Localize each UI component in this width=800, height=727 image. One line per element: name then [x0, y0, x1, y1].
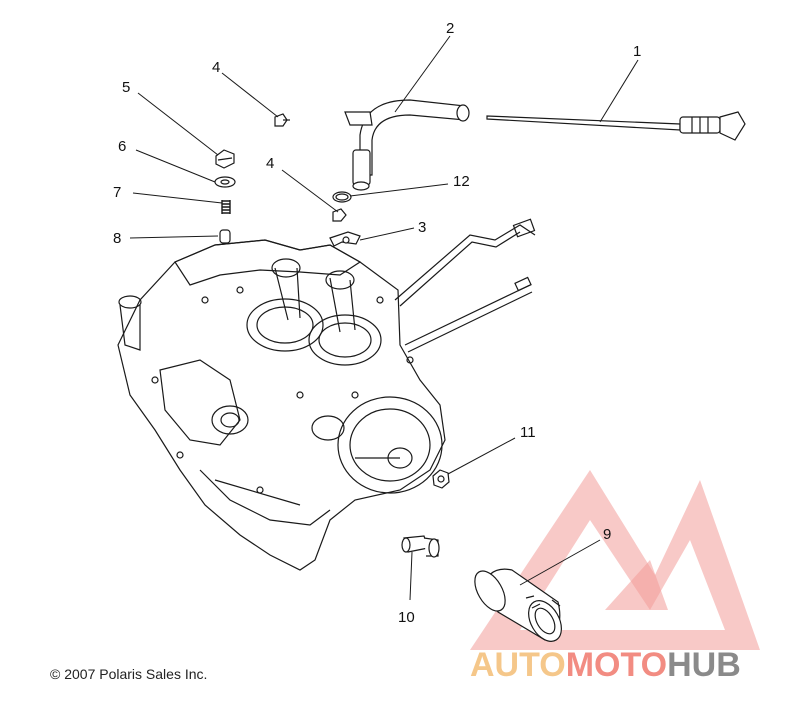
crankcase-drawing: [117, 239, 446, 571]
o-ring-part-12: [332, 191, 352, 203]
callout-12: 12: [453, 173, 470, 190]
callout-6: 6: [118, 138, 126, 155]
callout-4-lower: 4: [266, 155, 274, 172]
watermark-wordmark: AUTOMOTOHUB: [470, 646, 741, 684]
plunger-part-8: [219, 229, 231, 244]
watermark-text-hub: HUB: [667, 646, 741, 684]
callout-9: 9: [603, 526, 611, 543]
callout-labels: 1 2 3 4 4 5 6 7 8 9 10 11 12: [113, 20, 641, 626]
linkage-rods: [394, 218, 536, 353]
callout-5: 5: [122, 79, 130, 96]
dipstick-part-1: [486, 111, 746, 141]
watermark-text-moto: MOTO: [566, 646, 667, 684]
callout-8: 8: [113, 230, 121, 247]
bolt-part-4-lower: [332, 208, 347, 222]
bracket-part-3: [329, 231, 361, 247]
leader-lines: [129, 35, 639, 601]
dipstick-tube-part-2: [344, 99, 470, 191]
fitting-part-10: [401, 535, 440, 558]
watermark-text-auto: AUTO: [470, 646, 566, 684]
drain-plug-part-5: [215, 149, 235, 169]
callout-10: 10: [398, 609, 415, 626]
nut-part-11: [432, 469, 450, 489]
oil-filter-part-9: [474, 568, 562, 642]
copyright-notice: © 2007 Polaris Sales Inc.: [50, 666, 208, 682]
callout-7: 7: [113, 184, 121, 201]
callout-4-upper: 4: [212, 59, 220, 76]
callout-1: 1: [633, 43, 641, 60]
spring-part-7: [221, 200, 231, 214]
callout-3: 3: [418, 219, 426, 236]
watermark-logo: [470, 470, 760, 650]
svg-text:AUTOMOTOHUB: AUTOMOTOHUB: [470, 646, 741, 684]
washer-part-6: [214, 176, 236, 188]
callout-2: 2: [446, 20, 454, 37]
callout-11: 11: [520, 424, 536, 441]
